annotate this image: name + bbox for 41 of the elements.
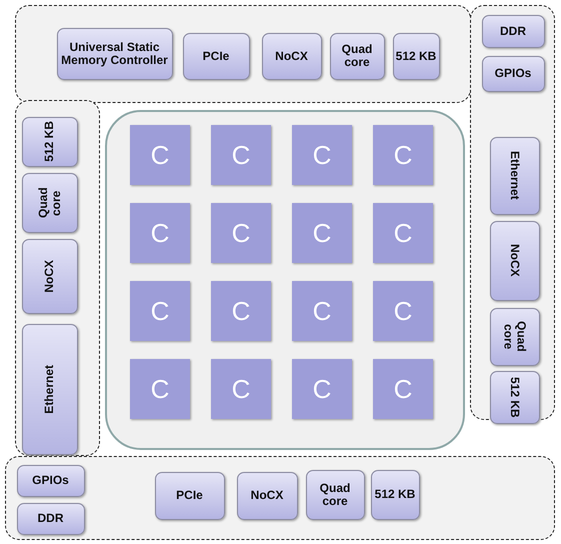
dashed-region-panel [5, 456, 555, 540]
chip-block: Quad core [22, 172, 78, 232]
chip-block: PCIe [154, 472, 224, 520]
core-tile: C [211, 359, 271, 419]
chip-block: 512 KB [370, 470, 420, 520]
chip-block: DDR [482, 14, 544, 48]
core-tile: C [292, 203, 352, 263]
chip-block: Ethernet [22, 324, 78, 454]
core-tile: C [130, 125, 190, 185]
chip-block: NoCX [262, 32, 322, 80]
core-tile: C [373, 359, 433, 419]
chip-block: Quad core [306, 470, 364, 520]
dashed-region-panel [15, 5, 471, 103]
chip-block: NoCX [236, 472, 298, 520]
chip-block: PCIe [182, 32, 250, 80]
chip-block: GPIOs [16, 464, 84, 496]
core-tile: C [292, 125, 352, 185]
chip-block: Ethernet [490, 136, 540, 214]
core-tile: C [211, 281, 271, 341]
chip-block: 512 KB [490, 370, 540, 424]
core-tile: C [292, 359, 352, 419]
core-tile: C [130, 203, 190, 263]
chip-block: NoCX [22, 238, 78, 314]
chip-block: Quad core [490, 308, 540, 366]
chip-block: 512 KB [392, 32, 440, 80]
core-tile: C [130, 281, 190, 341]
chip-block: GPIOs [482, 56, 544, 92]
core-array-panel [105, 110, 465, 450]
chip-block: Quad core [330, 32, 384, 80]
core-tile: C [373, 125, 433, 185]
core-tile: C [373, 281, 433, 341]
core-tile: C [130, 359, 190, 419]
core-tile: C [211, 125, 271, 185]
chip-block: NoCX [490, 220, 540, 300]
core-tile: C [292, 281, 352, 341]
core-tile: C [373, 203, 433, 263]
dashed-region-panel [15, 100, 100, 456]
chip-block: DDR [16, 502, 84, 534]
chip-block: Universal Static Memory Controller [56, 28, 172, 80]
core-tile: C [211, 203, 271, 263]
chip-block: 512 KB [22, 116, 78, 166]
